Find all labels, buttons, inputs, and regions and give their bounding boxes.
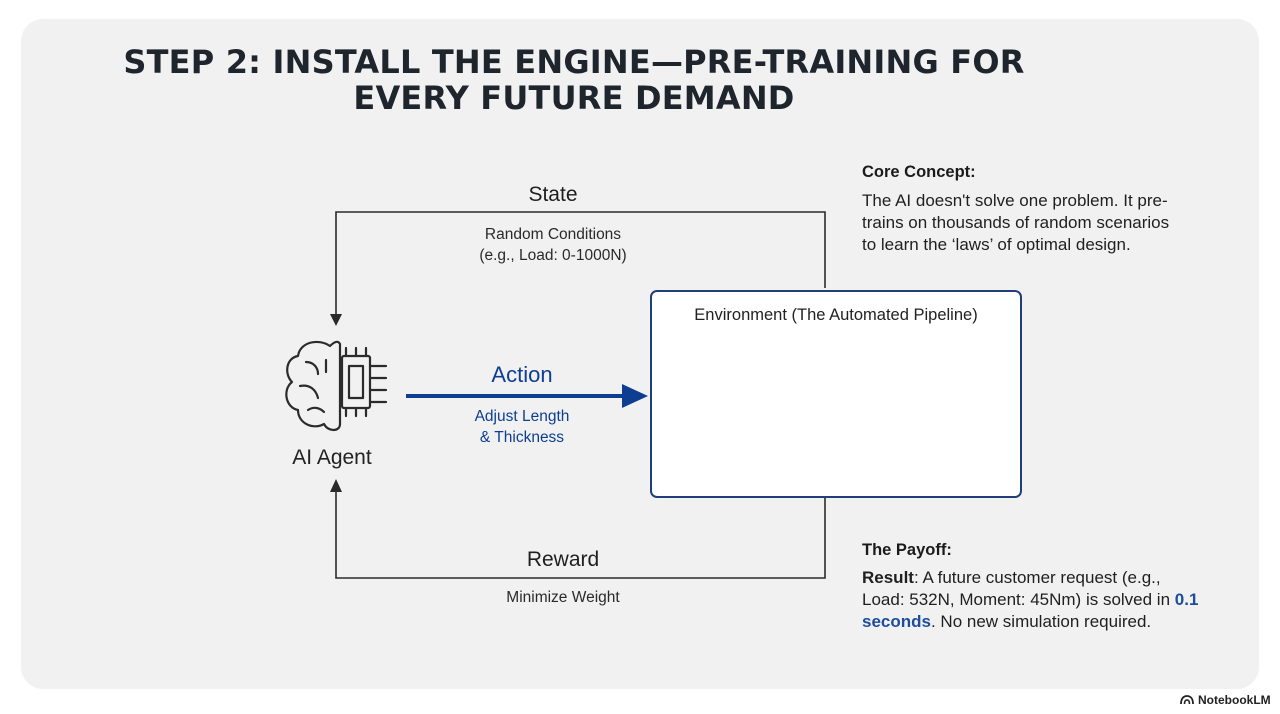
- payoff-text: Result: A future customer request (e.g.,…: [862, 567, 1232, 633]
- reward-arrowhead: [330, 479, 342, 492]
- payoff-highlight-unit: seconds: [862, 612, 931, 631]
- payoff-line-1: Result: A future customer request (e.g.,: [862, 567, 1232, 589]
- state-label: State: [528, 183, 578, 206]
- environment-box: Environment (The Automated Pipeline): [650, 290, 1022, 498]
- brain-chip-icon: [285, 340, 388, 432]
- action-arrowhead: [622, 384, 648, 408]
- core-concept-line-1: The AI doesn't solve one problem. It pre…: [862, 191, 1168, 210]
- action-sub-line-2: & Thickness: [479, 429, 565, 446]
- action-description: Adjust Length & Thickness: [432, 406, 612, 448]
- state-description: Random Conditions (e.g., Load: 0-1000N): [420, 224, 686, 266]
- payoff-highlight-number: 0.1: [1174, 590, 1199, 609]
- state-loop-line: [335, 211, 826, 318]
- core-concept-heading: Core Concept:: [862, 163, 976, 181]
- brand-name: NotebookLM: [1198, 693, 1271, 707]
- payoff-line-2: Load: 532N, Moment: 45Nm) is solved in 0…: [862, 589, 1232, 611]
- environment-title: Environment (The Automated Pipeline): [694, 306, 978, 324]
- reward-label: Reward: [526, 548, 600, 571]
- core-concept-line-2: trains on thousands of random scenarios: [862, 213, 1170, 232]
- result-label: Result: [862, 568, 914, 587]
- brand-watermark: NotebookLM: [1180, 693, 1271, 707]
- state-sub-line-2: (e.g., Load: 0-1000N): [479, 247, 627, 264]
- action-label: Action: [491, 362, 553, 387]
- title-line-1: STEP 2: INSTALL THE ENGINE—PRE-TRAINING …: [123, 43, 1025, 81]
- reward-loop-line: [335, 490, 826, 579]
- state-sub-line-1: Random Conditions: [484, 226, 622, 243]
- payoff-line-3-rest: . No new simulation required.: [930, 612, 1152, 631]
- payoff-line-1-rest: : A future customer request (e.g.,: [913, 568, 1161, 587]
- title-line-2: EVERY FUTURE DEMAND: [353, 79, 795, 117]
- notebooklm-logo-icon: [1180, 695, 1194, 705]
- core-concept-text: The AI doesn't solve one problem. It pre…: [862, 190, 1222, 256]
- payoff-line-2-text: Load: 532N, Moment: 45Nm) is solved in: [862, 590, 1175, 609]
- core-concept-line-3: to learn the ‘laws’ of optimal design.: [862, 235, 1131, 254]
- state-arrowhead: [330, 314, 342, 326]
- reward-description: Minimize Weight: [506, 589, 620, 606]
- ai-agent-label: AI Agent: [292, 446, 372, 469]
- payoff-heading: The Payoff:: [862, 541, 952, 559]
- action-sub-line-1: Adjust Length: [474, 408, 570, 425]
- payoff-line-3: seconds. No new simulation required.: [862, 611, 1232, 633]
- page-title: STEP 2: INSTALL THE ENGINE—PRE-TRAINING …: [120, 44, 1028, 116]
